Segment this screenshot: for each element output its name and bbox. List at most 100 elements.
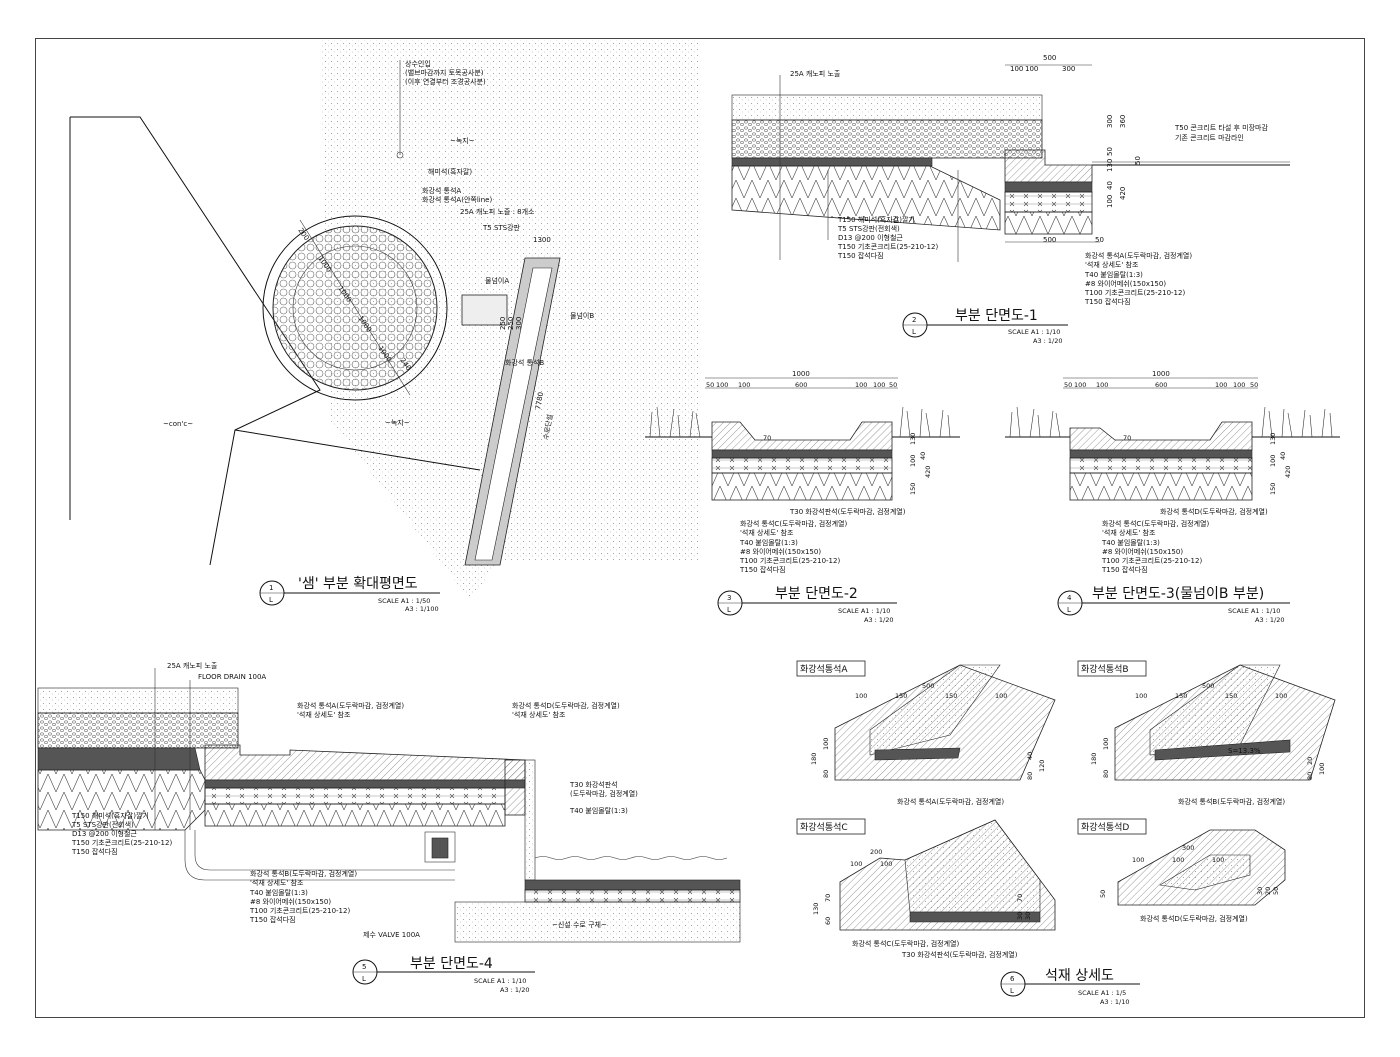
dim: 130	[812, 903, 820, 915]
dim: 100	[1172, 856, 1184, 864]
dim: 300	[1182, 844, 1194, 852]
layer-text: T150 기초콘크리트(25-210-12)	[837, 242, 938, 251]
sec1-dim-300: 300	[1062, 65, 1075, 73]
dim-50: 50	[889, 381, 897, 389]
granite-c	[711, 421, 893, 451]
view-title: 부분 단면도-1	[955, 308, 1038, 324]
gravel-layer	[711, 472, 893, 501]
layer-text: T40 붙임몰탈(1:3)	[1101, 539, 1160, 547]
view-title: 석재 상세도	[1045, 968, 1114, 984]
stone-header	[796, 660, 866, 677]
dim: 100	[850, 860, 862, 868]
layer-text: T100 기초콘크리트(25-210-12)	[1101, 556, 1202, 565]
sec4-left-layers: T150 해미석(흑자갈)깔기 T5 STS강판(전회색) D13 @200 이…	[71, 811, 172, 856]
dim: 150	[1175, 692, 1187, 700]
layer-text: #8 와이어메쉬(150x150)	[250, 897, 331, 906]
dim: 30	[1256, 887, 1264, 895]
view-title-1: 1 L '샘' 부분 확대평면도 SCALE A1 : 1/50 A3 : 1/…	[259, 576, 440, 613]
granite-a	[204, 744, 526, 781]
slope-label: S=13.3%	[1228, 747, 1261, 755]
sec4-valve: 제수 VALVE 100A	[363, 931, 420, 939]
layer-text: T150 기초콘크리트(25-210-12)	[71, 838, 172, 847]
dim-50: 50	[1250, 381, 1258, 389]
view-number: 2	[912, 316, 916, 324]
plan-label-weir-b: 물넘이B	[570, 311, 594, 320]
stone-header	[1077, 818, 1147, 835]
dim: 80	[822, 770, 830, 778]
dim: 30	[1016, 912, 1024, 920]
plan-water-supply-3: (이후 연결부터 조경공사분)	[405, 77, 486, 86]
dim: 150	[945, 692, 957, 700]
dim-150: 150	[909, 483, 917, 495]
dim: 100	[1318, 763, 1326, 775]
dim-1000: 1000	[792, 370, 810, 378]
plan-dim-7780: 7780	[534, 391, 545, 410]
layer-text: T40 붙임몰탈(1:3)	[739, 539, 798, 547]
stone-name: 화강석통석B	[1081, 664, 1129, 675]
section-4: 25A 캐노피 노출 FLOOR DRAIN 100A 화강석 통석A(도두락마…	[37, 661, 741, 943]
sec1-dim-bot-500: 500	[1043, 236, 1056, 244]
dim: 50	[1099, 890, 1107, 898]
layer-text: T150 해미석(흑자갈)깔기	[837, 215, 915, 224]
dim-100: 100	[909, 455, 917, 467]
view-title-2: 2 L 부분 단면도-1 SCALE A1 : 1/10 A3 : 1/20	[902, 308, 1068, 345]
layer-text: T150 해미석(흑자갈)깔기	[71, 811, 149, 820]
plan-channel-label: 수로단설	[541, 413, 554, 440]
dim: 100	[1212, 856, 1224, 864]
plan-label-sts: T5 STS강판	[482, 223, 521, 232]
layer-text: D13 @200 이형철근	[838, 233, 903, 242]
dim-130: 130	[1269, 433, 1277, 445]
view-number: 4	[1067, 594, 1072, 602]
sec1-granite	[1004, 149, 1093, 183]
sec4-slab: T30 화강석판석	[569, 780, 618, 789]
view-title: '샘' 부분 확대평면도	[298, 576, 418, 592]
dim: 100	[822, 738, 830, 750]
mortar-layer	[711, 449, 893, 459]
dim: 500	[922, 682, 934, 690]
layer-text: 화강석 통석A(도두락마감, 검정계열)	[1085, 251, 1192, 260]
weir-a	[461, 294, 508, 326]
sec1-note-2: 기존 콘크리트 마감라인	[1175, 133, 1244, 142]
sec1-steel	[731, 157, 933, 167]
dim: 100	[995, 692, 1007, 700]
sec1-base	[731, 165, 1001, 231]
dim: 60	[824, 917, 832, 925]
plan-label-granite-a-line: 화강석 통석A(안쪽line)	[422, 195, 492, 204]
layer-text: T5 STS강판(전회색)	[71, 820, 134, 829]
sec4-granite-a-ref: '석재 상세도' 참조	[297, 710, 351, 719]
layer-text: D13 @200 이형철근	[72, 829, 137, 838]
layer-text: '석재 상세도' 참조	[250, 878, 304, 887]
dim-70: 70	[1123, 434, 1131, 442]
dim-100: 100	[1269, 455, 1277, 467]
view-title: 부분 단면도-4	[410, 956, 493, 972]
stone-d: 화강석통석D 300 100 100 100 50 30 20 50 화강석 통…	[1077, 818, 1286, 923]
sec1-right-layers: 화강석 통석A(도두락마감, 검정계열) '석재 상세도' 참조 T40 붙임몰…	[1084, 251, 1192, 306]
dim: 100	[855, 692, 867, 700]
layer-text: T150 잡석다짐	[739, 565, 786, 574]
layer-text: T40 붙임몰탈(1:3)	[249, 889, 308, 897]
sec1-dim-40v: 40	[1106, 181, 1114, 190]
layer-text: T30 화강석판석(도두락마감, 검정계열)	[789, 507, 906, 516]
layer-text: '석재 상세도' 참조	[1085, 260, 1139, 269]
dim-420: 420	[924, 466, 932, 478]
drawing-border	[35, 38, 1365, 1018]
stone-name: 화강석통석A	[800, 664, 848, 675]
plan-view: 상수인입 (밸브마감까지 토목공사분) (이후 연결부터 조경공사분) ~녹지~…	[69, 40, 700, 600]
dim-100: 100	[716, 381, 728, 389]
view-mark: L	[1067, 606, 1071, 614]
sec4-bottom-layers: 화강석 통석B(도두락마감, 검정계열) '석재 상세도' 참조 T40 붙임몰…	[249, 869, 357, 924]
sec4-drain: FLOOR DRAIN 100A	[198, 673, 266, 681]
dim-100: 100	[1096, 381, 1108, 389]
stone-label: 화강석 통석B(도두락마감, 검정계열)	[1178, 797, 1285, 806]
dim: 120	[1038, 760, 1046, 772]
view-mark: L	[362, 975, 366, 983]
plan-label-stone: 해미석(흑자갈)	[428, 167, 472, 176]
stone-c: 화강석통석C 200 100 100 130 70 60 70 30 30 화강…	[796, 818, 1056, 959]
dim: 100	[1102, 738, 1110, 750]
scale-a1: SCALE A1 : 1/10	[838, 607, 890, 615]
sec1-air	[731, 94, 1043, 121]
sec1-pebble	[731, 119, 1043, 159]
fountain-inner-line	[292, 245, 418, 371]
plan-dim-line	[299, 219, 411, 396]
